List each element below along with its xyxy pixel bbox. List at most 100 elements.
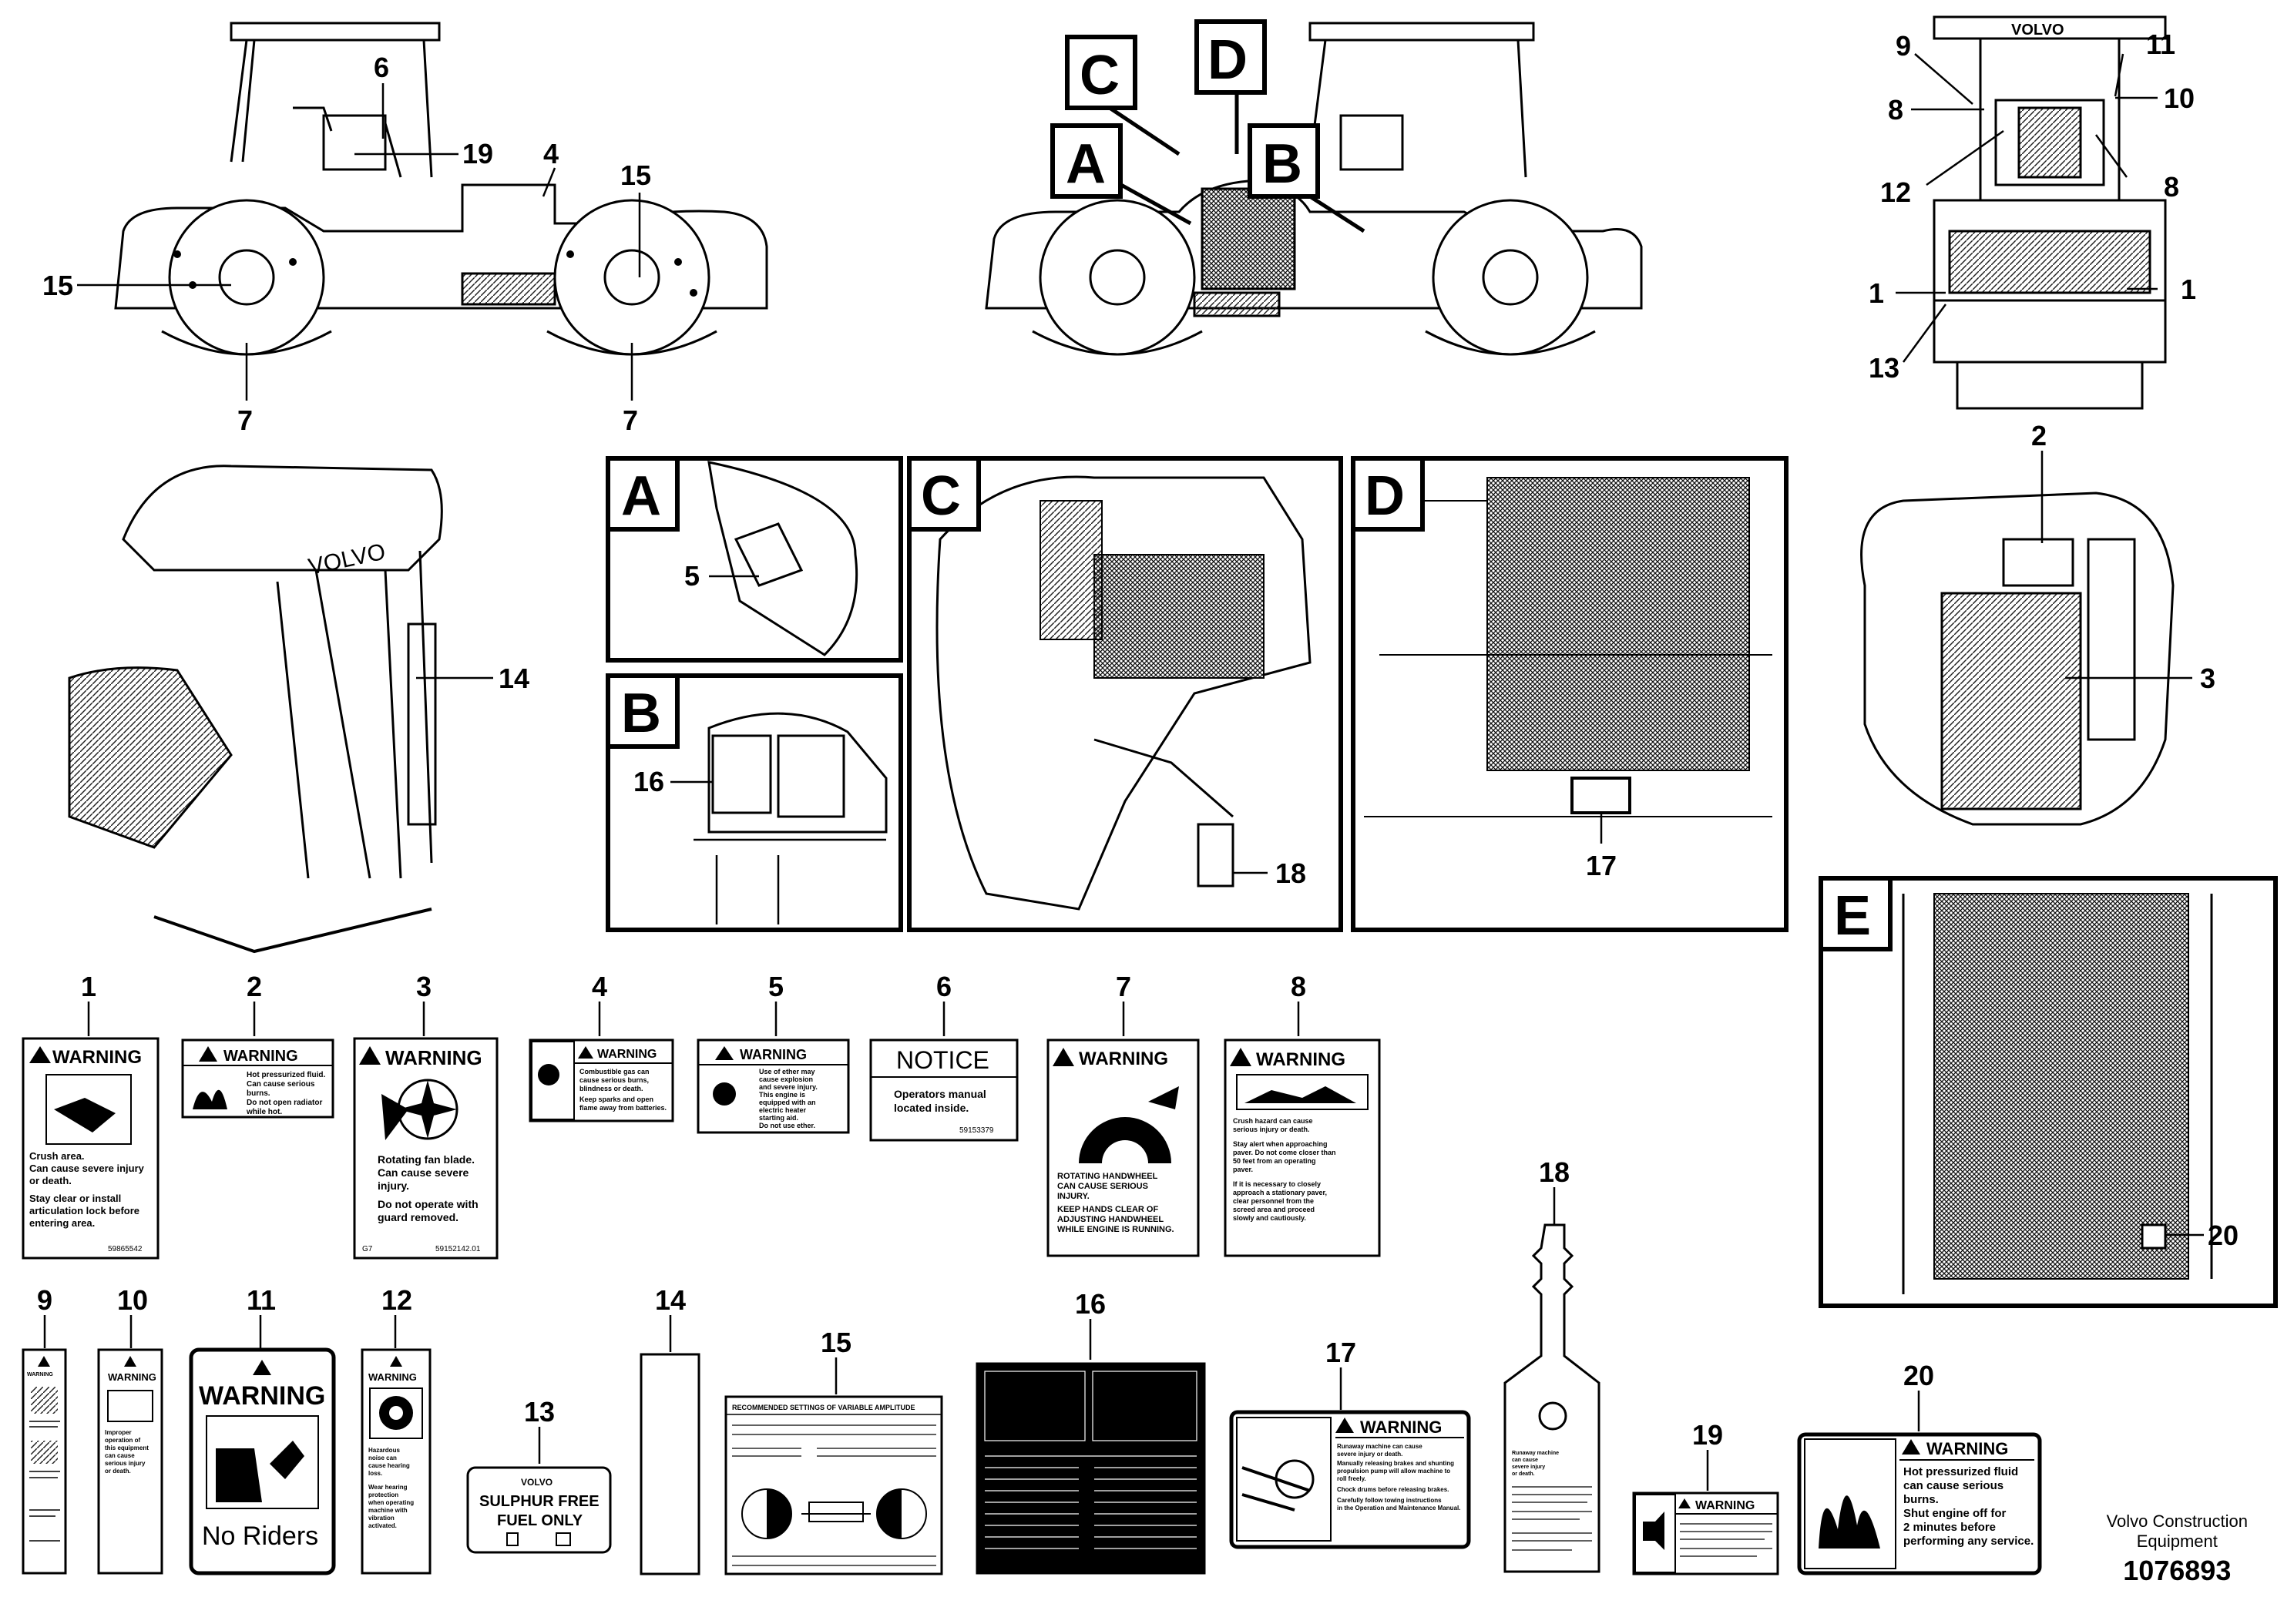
svg-text:6: 6 [936, 971, 952, 1002]
svg-text:7: 7 [1116, 971, 1131, 1002]
view-letter-b: B [1262, 133, 1302, 195]
svg-text:CAN CAUSE SERIOUS: CAN CAUSE SERIOUS [1057, 1182, 1148, 1191]
svg-text:loss.: loss. [368, 1470, 382, 1477]
svg-text:Keep sparks and open: Keep sparks and open [579, 1096, 653, 1103]
svg-text:59153379: 59153379 [959, 1126, 994, 1135]
svg-text:severe injury or death.: severe injury or death. [1337, 1451, 1402, 1458]
svg-text:RECOMMENDED SETTINGS OF VARIAB: RECOMMENDED SETTINGS OF VARIABLE AMPLITU… [732, 1404, 915, 1411]
decal-7: 7 WARNING ROTATING HANDWHEEL CAN CAUSE S… [1046, 971, 1200, 1257]
svg-text:in the Operation and Maintenan: in the Operation and Maintenance Manual. [1337, 1505, 1460, 1512]
svg-text:WARNING: WARNING [385, 1046, 482, 1069]
svg-text:Use of ether may: Use of ether may [759, 1068, 815, 1075]
svg-text:roll freely.: roll freely. [1337, 1475, 1366, 1482]
svg-text:serious injury: serious injury [105, 1460, 146, 1467]
side-left-leaders [77, 83, 641, 401]
svg-text:Operators manual: Operators manual [894, 1088, 986, 1100]
svg-text:WARNING: WARNING [1926, 1439, 2008, 1458]
svg-text:burns.: burns. [1903, 1493, 1939, 1506]
svg-text:blindness or death.: blindness or death. [579, 1085, 643, 1092]
svg-text:when operating: when operating [368, 1499, 414, 1506]
svg-text:activated.: activated. [368, 1522, 397, 1529]
svg-text:59865542: 59865542 [108, 1245, 143, 1253]
svg-text:can cause: can cause [105, 1452, 135, 1459]
svg-text:13: 13 [524, 1396, 555, 1428]
svg-text:vibration: vibration [368, 1515, 395, 1522]
callout-16: 16 [633, 766, 664, 797]
svg-text:WARNING: WARNING [27, 1372, 53, 1377]
svg-text:VOLVO: VOLVO [521, 1477, 553, 1488]
decal-12: 12 WARNING Hazardous noise can cause hea… [361, 1284, 432, 1575]
svg-text:18: 18 [1539, 1156, 1570, 1188]
svg-text:while hot.: while hot. [246, 1108, 282, 1116]
inset-a-letter: A [621, 465, 661, 527]
svg-text:2: 2 [247, 971, 262, 1002]
svg-text:3: 3 [416, 971, 432, 1002]
svg-text:WARNING: WARNING [368, 1371, 417, 1383]
svg-text:WARNING: WARNING [1079, 1049, 1168, 1069]
svg-text:WARNING: WARNING [597, 1048, 657, 1061]
svg-text:machine with: machine with [368, 1507, 408, 1514]
svg-text:Wear hearing: Wear hearing [368, 1484, 408, 1491]
svg-text:cause hearing: cause hearing [368, 1462, 410, 1469]
callout-8: 8 [1888, 94, 1903, 126]
svg-text:Hot pressurized fluid.: Hot pressurized fluid. [247, 1071, 325, 1079]
inset-d: D 17 [1351, 456, 1789, 932]
svg-text:Runaway machine can cause: Runaway machine can cause [1337, 1443, 1422, 1450]
decal-6: 6 NOTICE Operators manual located inside… [869, 971, 1019, 1142]
svg-text:cause explosion: cause explosion [759, 1075, 813, 1083]
view-letter-d: D [1207, 29, 1248, 91]
callout-7: 7 [237, 404, 253, 436]
decal-5: 5 WARNING Use of ether may cause explosi… [697, 971, 850, 1134]
svg-text:WARNING: WARNING [740, 1047, 807, 1062]
svg-text:16: 16 [1075, 1288, 1106, 1320]
svg-text:cause serious burns,: cause serious burns, [579, 1076, 649, 1084]
svg-text:Stay clear or install: Stay clear or install [29, 1193, 121, 1204]
svg-text:ADJUSTING HANDWHEEL: ADJUSTING HANDWHEEL [1057, 1215, 1164, 1224]
callout-15: 15 [42, 270, 73, 301]
svg-text:Hot pressurized fluid: Hot pressurized fluid [1903, 1465, 2018, 1478]
svg-text:WARNING: WARNING [1695, 1499, 1755, 1512]
svg-text:Do not open radiator: Do not open radiator [247, 1099, 322, 1107]
callout-15: 15 [620, 159, 651, 191]
callout-8: 8 [2164, 171, 2179, 203]
canopy-detail: VOLVO [68, 465, 443, 954]
svg-text:WARNING: WARNING [199, 1381, 325, 1411]
svg-text:SULPHUR FREE: SULPHUR FREE [479, 1493, 600, 1510]
svg-text:protection: protection [368, 1491, 398, 1498]
decal-8: 8 WARNING Crush hazard can cause serious… [1224, 971, 1381, 1257]
decal-4: 4 WARNING Combustible gas can cause seri… [529, 971, 674, 1122]
callout-18: 18 [1275, 857, 1306, 889]
svg-text:located inside.: located inside. [894, 1102, 969, 1114]
svg-text:operation of: operation of [105, 1437, 141, 1444]
svg-text:Stay alert when approaching: Stay alert when approaching [1233, 1140, 1328, 1148]
svg-text:WARNING: WARNING [1256, 1049, 1345, 1070]
svg-text:15: 15 [821, 1327, 851, 1358]
svg-text:INJURY.: INJURY. [1057, 1192, 1090, 1201]
decal-1: 1 WARNING Crush area. Can cause severe i… [22, 971, 160, 1260]
engine-side-leaders [2040, 451, 2192, 679]
svg-text:Hazardous: Hazardous [368, 1447, 400, 1454]
rear-callouts: 9 11 8 10 12 8 1 1 13 [1869, 29, 2196, 384]
view-letter-c: C [1080, 45, 1120, 106]
decal-3: 3 WARNING Rotating fan blade. Can cause … [353, 971, 499, 1260]
svg-text:starting aid.: starting aid. [759, 1114, 798, 1122]
svg-text:12: 12 [381, 1284, 412, 1316]
decal-9: 9 WARNING [22, 1284, 67, 1575]
svg-text:50 feet from an operating: 50 feet from an operating [1233, 1157, 1316, 1165]
svg-text:paver. Do not come closer than: paver. Do not come closer than [1233, 1149, 1336, 1156]
svg-text:WARNING: WARNING [52, 1047, 142, 1068]
inset-e-letter: E [1834, 885, 1871, 947]
svg-text:this equipment: this equipment [105, 1444, 149, 1451]
svg-text:17: 17 [1325, 1337, 1356, 1368]
callout-6: 6 [374, 52, 389, 83]
inset-b-letter: B [621, 683, 661, 744]
svg-text:equipped with an: equipped with an [759, 1099, 816, 1106]
svg-text:Combustible gas can: Combustible gas can [579, 1068, 650, 1075]
company-name: Volvo Construction [2106, 1512, 2248, 1531]
callout-1: 1 [1869, 277, 1884, 309]
decal-20: 20 WARNING Hot pressurized fluid can cau… [1797, 1360, 2042, 1575]
svg-text:clear personnel from the: clear personnel from the [1233, 1197, 1314, 1205]
engine-side-detail [1860, 492, 2175, 826]
svg-text:Can cause severe: Can cause severe [378, 1166, 469, 1179]
decal-11: 11 WARNING No Riders [189, 1284, 336, 1575]
